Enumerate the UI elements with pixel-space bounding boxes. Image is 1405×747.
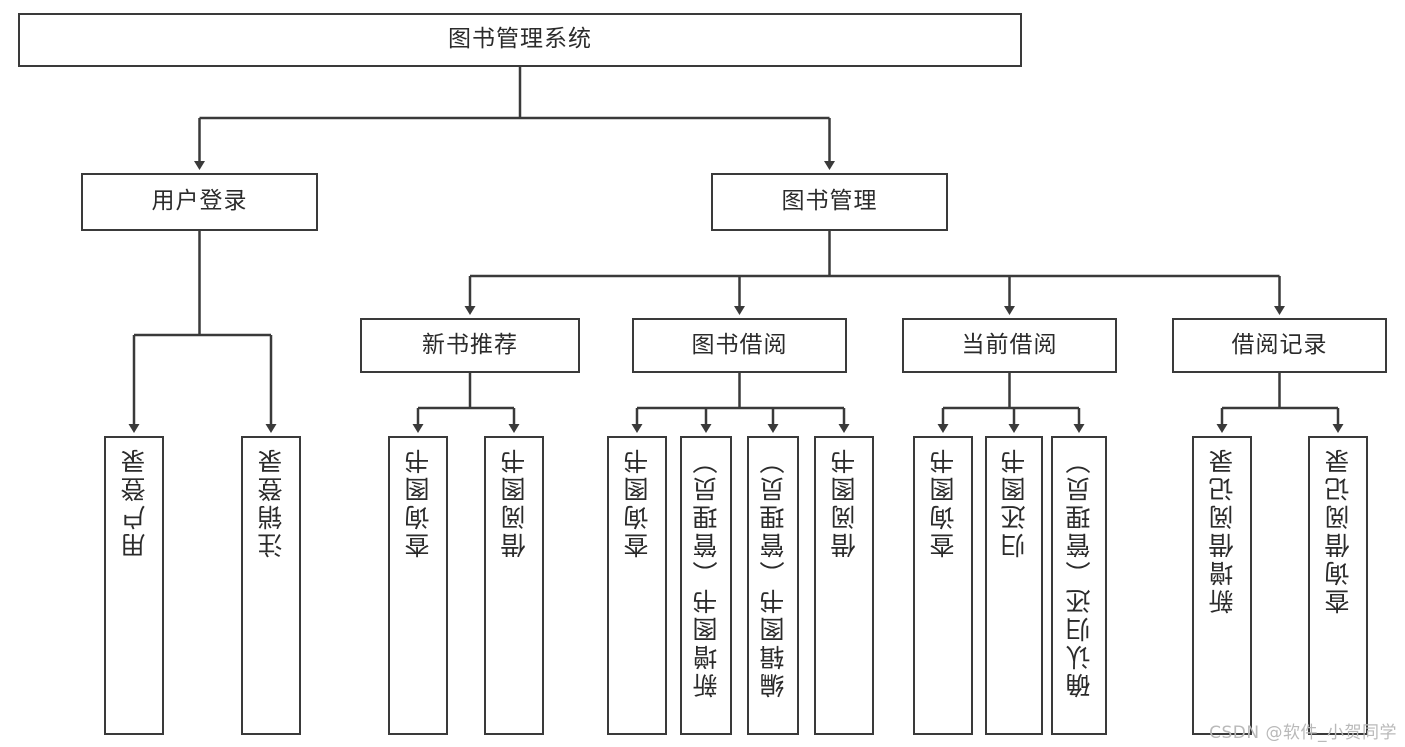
node-label: 当前借阅 <box>961 331 1058 358</box>
node-label: 图书管理 <box>781 188 878 215</box>
node-l9[interactable]: 查询图书 <box>913 436 973 735</box>
node-l11[interactable]: 确认归还（管理员） <box>1051 436 1107 735</box>
node-label: 编辑图书（管理员） <box>758 446 788 698</box>
node-label: 用户登录 <box>119 446 149 558</box>
node-label: 查询借阅记录 <box>1323 446 1353 614</box>
node-label: 查询图书 <box>928 446 958 558</box>
node-l4[interactable]: 借阅图书 <box>484 436 544 735</box>
node-records[interactable]: 借阅记录 <box>1172 318 1387 373</box>
node-label: 查询图书 <box>403 446 433 558</box>
node-current[interactable]: 当前借阅 <box>902 318 1117 373</box>
node-label: 查询图书 <box>622 446 652 558</box>
node-label: 用户登录 <box>151 188 248 215</box>
node-label: 新书推荐 <box>422 331 518 358</box>
node-l3[interactable]: 查询图书 <box>388 436 448 735</box>
watermark: CSDN @软件_小贺同学 <box>1209 723 1397 743</box>
node-label: 借阅记录 <box>1231 331 1328 358</box>
node-label: 图书管理系统 <box>448 26 592 53</box>
node-label: 归还图书 <box>999 446 1029 558</box>
node-label: 新增图书（管理员） <box>691 446 721 698</box>
node-l1[interactable]: 用户登录 <box>104 436 164 735</box>
node-l5[interactable]: 查询图书 <box>607 436 667 735</box>
node-bookmgmt[interactable]: 图书管理 <box>711 173 948 231</box>
node-login[interactable]: 用户登录 <box>81 173 318 231</box>
node-l7[interactable]: 编辑图书（管理员） <box>747 436 799 735</box>
node-label: 借阅图书 <box>829 446 859 558</box>
node-l10[interactable]: 归还图书 <box>985 436 1043 735</box>
node-l2[interactable]: 注销登录 <box>241 436 301 735</box>
node-label: 确认归还（管理员） <box>1064 446 1094 698</box>
node-label: 图书借阅 <box>691 331 788 358</box>
node-l13[interactable]: 查询借阅记录 <box>1308 436 1368 735</box>
node-label: 借阅图书 <box>499 446 529 558</box>
node-root[interactable]: 图书管理系统 <box>18 13 1022 67</box>
node-l6[interactable]: 新增图书（管理员） <box>680 436 732 735</box>
node-l8[interactable]: 借阅图书 <box>814 436 874 735</box>
node-borrow[interactable]: 图书借阅 <box>632 318 847 373</box>
node-l12[interactable]: 新增借阅记录 <box>1192 436 1252 735</box>
node-label: 新增借阅记录 <box>1207 446 1237 614</box>
node-label: 注销登录 <box>256 446 286 558</box>
node-newbook[interactable]: 新书推荐 <box>360 318 580 373</box>
